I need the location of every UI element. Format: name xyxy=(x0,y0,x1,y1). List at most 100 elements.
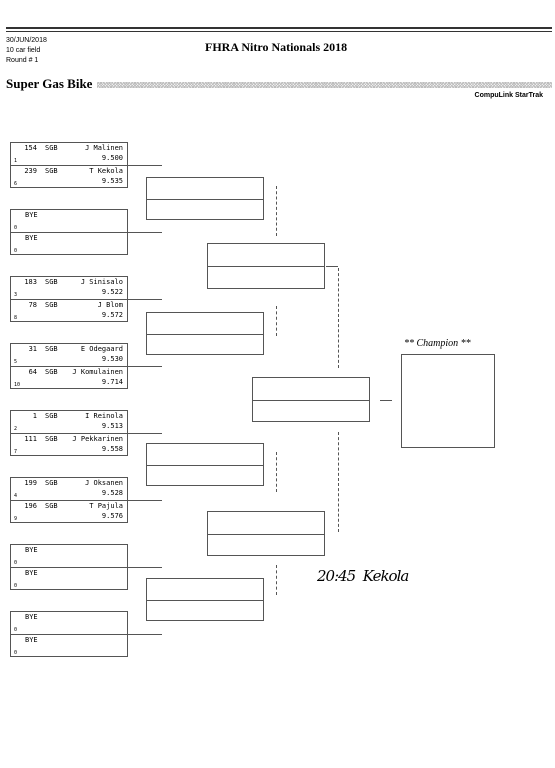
connector xyxy=(128,366,162,367)
racer-seed: 0 xyxy=(14,627,18,633)
racer-time: 9.500 xyxy=(101,154,123,162)
header-hatch-bar xyxy=(97,82,552,88)
connector xyxy=(326,266,338,267)
racer-number: 78 xyxy=(28,301,37,309)
racer-seed: 5 xyxy=(14,359,18,365)
racer-class: SGB xyxy=(45,301,58,309)
racer-seed: 0 xyxy=(14,248,18,254)
field-size: 10 car field xyxy=(6,47,41,54)
racer-seed: 0 xyxy=(14,225,18,231)
final-box xyxy=(252,377,370,422)
racer-seed: 1 xyxy=(14,158,18,164)
champion-box xyxy=(401,354,495,448)
racer-seed: 7 xyxy=(14,449,18,455)
racer-name: T Kekola xyxy=(89,167,123,175)
racer-time: 9.530 xyxy=(101,355,123,363)
racer-time: 9.572 xyxy=(101,311,123,319)
racer-seed: 10 xyxy=(14,382,21,388)
connector xyxy=(128,500,162,501)
racer-name: J Komulainen xyxy=(72,368,123,376)
round2-box-3 xyxy=(146,443,264,486)
racer-slot: BYE 0 xyxy=(11,210,127,232)
racer-name: BYE xyxy=(25,211,38,219)
connector xyxy=(128,567,162,568)
racer-number: 154 xyxy=(24,144,37,152)
racer-slot: BYE 0 xyxy=(11,232,127,254)
racer-slot: 111 SGB J Pekkarinen 9.558 7 xyxy=(11,433,127,455)
racer-class: SGB xyxy=(45,435,58,443)
racer-class: SGB xyxy=(45,502,58,510)
racer-seed: 8 xyxy=(14,315,18,321)
report-date: 30/JUN/2018 xyxy=(6,37,47,44)
racer-name: BYE xyxy=(25,546,38,554)
round-label: Round # 1 xyxy=(6,57,39,64)
racer-number: 1 xyxy=(32,412,37,420)
racer-slot: BYE 0 xyxy=(11,567,127,589)
racer-seed: 0 xyxy=(14,560,18,566)
racer-name: BYE xyxy=(25,234,38,242)
racer-seed: 2 xyxy=(14,426,18,432)
round2-box-1 xyxy=(146,177,264,220)
racer-time: 9.558 xyxy=(101,445,123,453)
round3-box-2 xyxy=(207,511,325,556)
racer-class: SGB xyxy=(45,167,58,175)
racer-time: 9.535 xyxy=(101,177,123,185)
connector xyxy=(128,165,162,166)
racer-time: 9.714 xyxy=(101,378,123,386)
racer-name: J Sinisalo xyxy=(80,278,123,286)
racer-seed: 4 xyxy=(14,493,18,499)
racer-number: 199 xyxy=(24,479,37,487)
connector xyxy=(276,452,277,492)
racer-number: 239 xyxy=(24,167,37,175)
connector xyxy=(128,433,162,434)
round3-box-1 xyxy=(207,243,325,289)
racer-seed: 6 xyxy=(14,181,18,187)
handwritten-name: Kekola xyxy=(362,567,410,585)
racer-class: SGB xyxy=(45,412,58,420)
racer-class: SGB xyxy=(45,479,58,487)
racer-number: 183 xyxy=(24,278,37,286)
racer-seed: 0 xyxy=(14,583,18,589)
racer-slot: BYE 0 xyxy=(11,545,127,567)
racer-name: J Malinen xyxy=(85,144,123,152)
page-title: FHRA Nitro Nationals 2018 xyxy=(205,40,348,54)
racer-name: BYE xyxy=(25,636,38,644)
racer-seed: 0 xyxy=(14,650,18,656)
champion-label: ** Champion ** xyxy=(404,338,471,349)
racer-class: SGB xyxy=(45,345,58,353)
brand-label: CompuLink StarTrak xyxy=(474,92,543,99)
event-class: Super Gas Bike xyxy=(6,76,93,91)
connector xyxy=(128,299,162,300)
racer-time: 9.513 xyxy=(101,422,123,430)
connector xyxy=(338,432,339,532)
racer-time: 9.528 xyxy=(101,489,123,497)
connector xyxy=(128,232,162,233)
racer-number: 111 xyxy=(24,435,37,443)
connector xyxy=(380,400,392,401)
connector xyxy=(128,634,162,635)
handwritten-time: 20:45 xyxy=(317,567,356,585)
racer-number: 196 xyxy=(24,502,37,510)
racer-name: I Reinola xyxy=(85,412,123,420)
racer-name: BYE xyxy=(25,569,38,577)
racer-number: 64 xyxy=(28,368,37,376)
handwritten-signature: 20:45 Kekola xyxy=(317,567,410,585)
racer-slot: BYE 0 xyxy=(11,634,127,656)
racer-name: J Pekkarinen xyxy=(72,435,123,443)
racer-name: T Pajula xyxy=(89,502,123,510)
connector xyxy=(276,306,277,336)
